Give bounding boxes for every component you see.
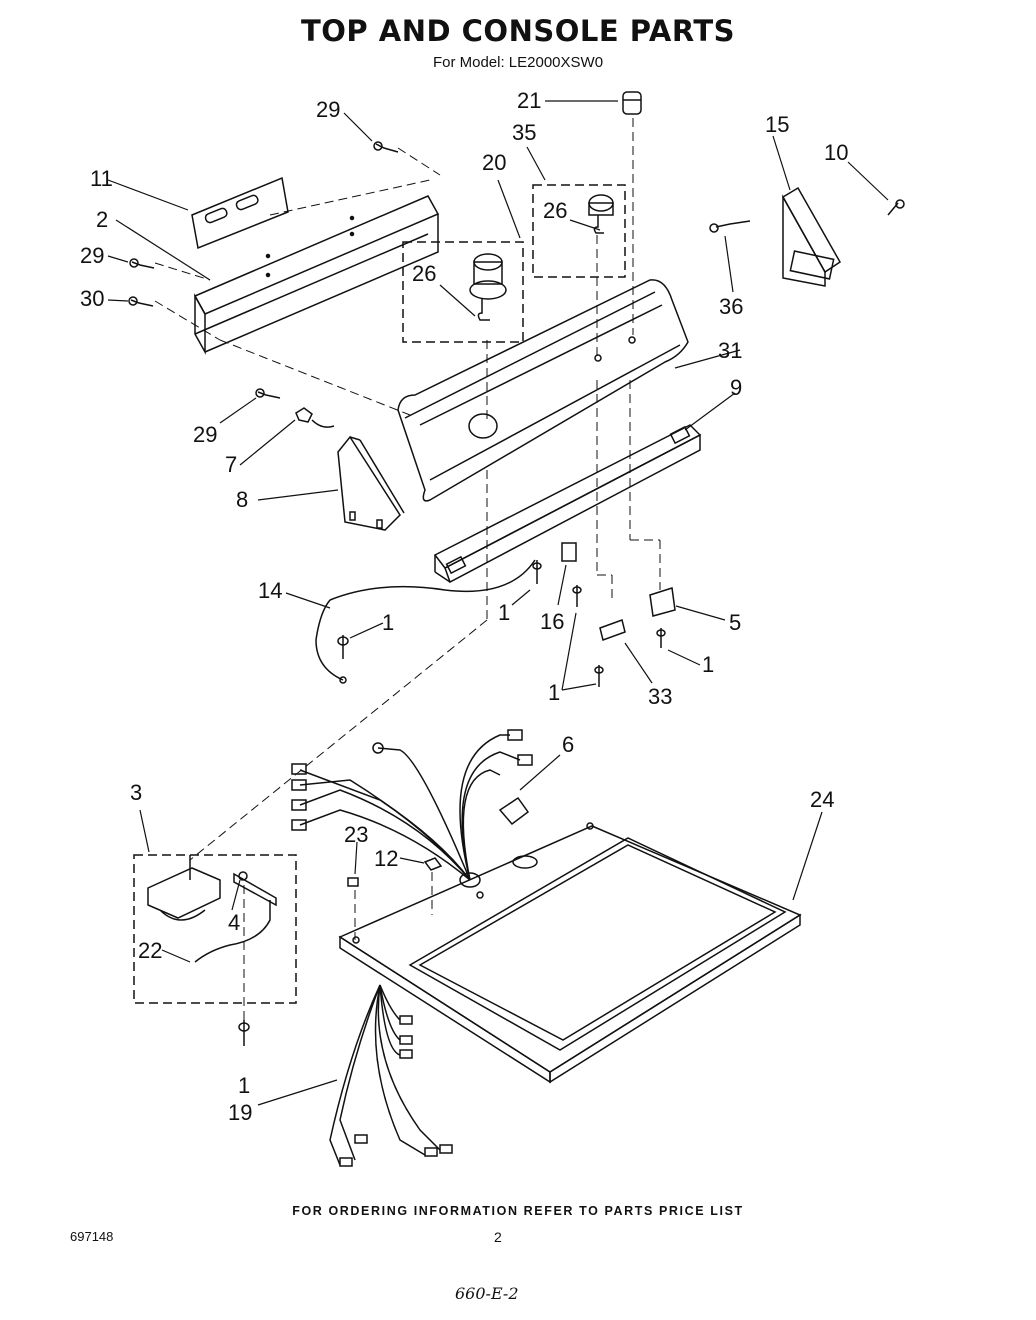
callout-26: 26 [412, 261, 436, 286]
screw-icon [572, 585, 582, 607]
callout-1: 1 [498, 600, 510, 625]
callout-1: 1 [382, 610, 394, 635]
screw-icon [887, 199, 905, 216]
callout-24: 24 [810, 787, 834, 812]
control-console [397, 279, 689, 502]
timer-motor [147, 855, 221, 921]
callout-30: 30 [80, 286, 104, 311]
console-base-tray [433, 424, 702, 584]
switch-33 [599, 619, 626, 641]
timer-lead-wire [194, 900, 271, 963]
page-number: 2 [494, 1229, 502, 1245]
assembly-group-35 [532, 184, 626, 278]
screw-icon [128, 296, 154, 307]
callout-10: 10 [824, 140, 848, 165]
callout-1: 1 [702, 652, 714, 677]
callout-29: 29 [316, 97, 340, 122]
wire-14 [315, 559, 536, 681]
callout-4: 4 [228, 910, 240, 935]
console-rear-panel [193, 195, 440, 355]
leader-lines [107, 100, 889, 1106]
ordering-note: FOR ORDERING INFORMATION REFER TO PARTS … [292, 1204, 744, 1218]
page-title: TOP AND CONSOLE PARTS [300, 14, 736, 48]
callout-2: 2 [96, 207, 108, 232]
switch-bracket [781, 186, 841, 287]
callout-1: 1 [548, 680, 560, 705]
callout-5: 5 [729, 610, 741, 635]
callout-22: 22 [138, 938, 162, 963]
wire-harness-upper [291, 729, 533, 888]
assembly-group-20 [402, 241, 524, 343]
top-panel [338, 822, 802, 1084]
screw-icon [594, 665, 604, 687]
switch-16 [561, 542, 577, 562]
callout-1: 1 [238, 1073, 250, 1098]
callout-23: 23 [344, 822, 368, 847]
clip-icon [498, 796, 530, 826]
callout-6: 6 [562, 732, 574, 757]
callout-8: 8 [236, 487, 248, 512]
console-end-cap [337, 435, 405, 531]
handwritten-note: 660-E-2 [455, 1284, 519, 1303]
callout-36: 36 [719, 294, 743, 319]
switch-5 [649, 587, 676, 617]
callout-35: 35 [512, 120, 536, 145]
callout-29: 29 [193, 422, 217, 447]
timer-bracket [233, 871, 277, 907]
screw-icon [373, 141, 399, 153]
mounting-bracket [191, 176, 289, 250]
callout-12: 12 [374, 846, 398, 871]
screw-icon [337, 635, 349, 659]
callout-29: 29 [80, 243, 104, 268]
document-number: 697148 [70, 1229, 114, 1244]
callout-26: 26 [543, 198, 567, 223]
callout-21: 21 [517, 88, 541, 113]
screw-icon [129, 258, 155, 269]
screw-icon [255, 388, 281, 399]
callout-16: 16 [540, 609, 564, 634]
wire-harness-lower [329, 984, 453, 1167]
callout-33: 33 [648, 684, 672, 709]
screw-icon [709, 220, 751, 233]
clip-icon [295, 407, 335, 428]
knob-icon [622, 91, 642, 115]
screw-icon [656, 628, 666, 648]
screw-icon [532, 560, 542, 584]
callout-11: 11 [90, 166, 113, 191]
clip-icon [347, 877, 359, 887]
timer-knob-icon [469, 253, 507, 321]
callout-14: 14 [258, 578, 282, 603]
callout-19: 19 [228, 1100, 252, 1125]
callout-20: 20 [482, 150, 506, 175]
screw-icon [238, 1020, 250, 1046]
callout-7: 7 [225, 452, 237, 477]
callout-9: 9 [730, 375, 742, 400]
callout-31: 31 [718, 338, 742, 363]
callout-labels: 29 21 35 20 11 2 26 26 29 30 15 10 36 31… [80, 88, 848, 1125]
callout-15: 15 [765, 112, 789, 137]
model-subtitle: For Model: LE2000XSW0 [432, 54, 604, 71]
assembly-group-3 [133, 854, 297, 1004]
clip-icon [423, 857, 443, 871]
callout-3: 3 [130, 780, 142, 805]
